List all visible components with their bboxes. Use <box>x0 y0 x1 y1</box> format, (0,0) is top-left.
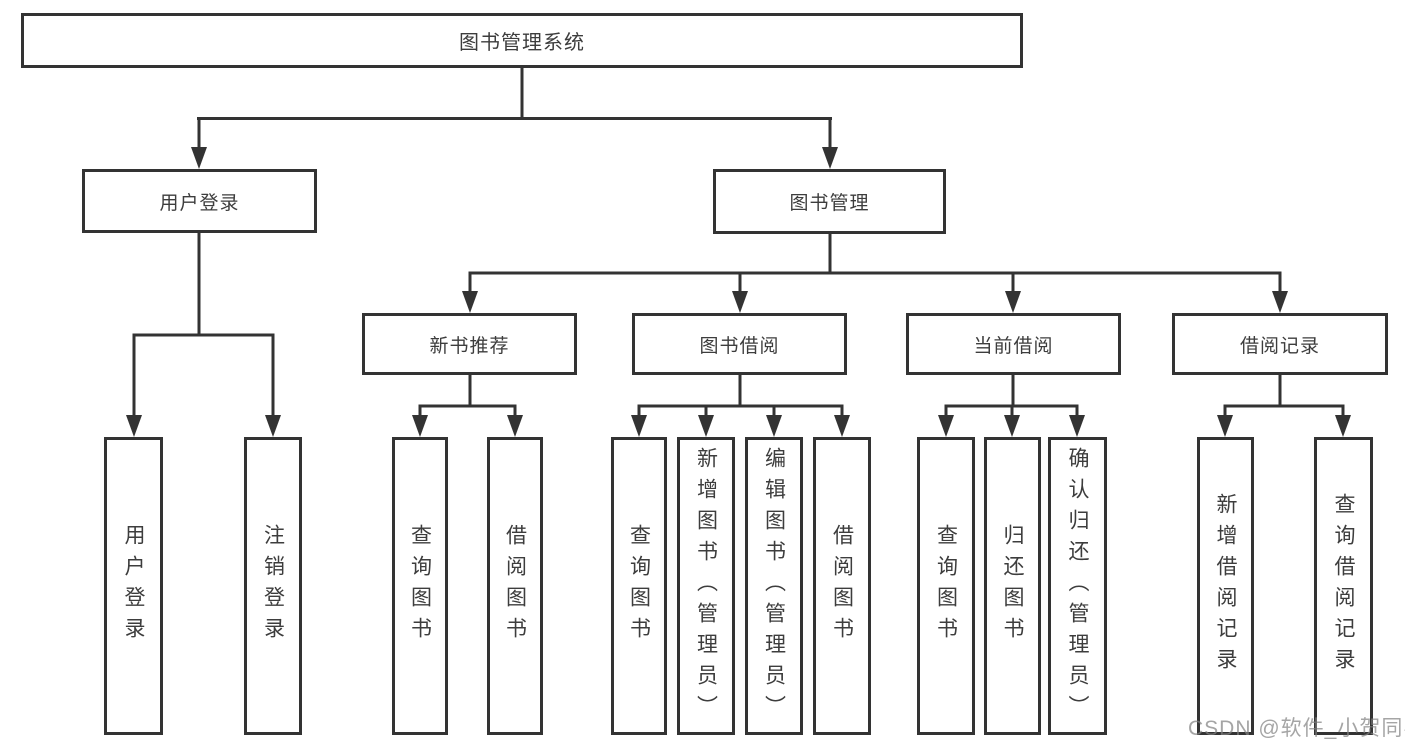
leaf-borrow-borrow-books: 借阅图书 <box>813 437 871 735</box>
arrowheads <box>126 147 1351 437</box>
node-system-root: 图书管理系统 <box>21 13 1023 68</box>
node-book-management: 图书管理 <box>713 169 946 234</box>
node-new-book-recommend: 新书推荐 <box>362 313 577 375</box>
leaf-recommend-borrow-books: 借阅图书 <box>487 437 543 735</box>
leaf-borrow-query-books: 查询图书 <box>611 437 667 735</box>
leaf-records-query-record: 查询借阅记录 <box>1314 437 1373 735</box>
leaf-recommend-query-books: 查询图书 <box>392 437 448 735</box>
leaf-records-add-record: 新增借阅记录 <box>1197 437 1254 735</box>
leaf-user-login: 用户登录 <box>104 437 163 735</box>
leaf-borrow-edit-books-admin: 编辑图书（管理员） <box>745 437 803 735</box>
node-user-login: 用户登录 <box>82 169 317 233</box>
node-current-borrowing: 当前借阅 <box>906 313 1121 375</box>
leaf-current-confirm-return-admin: 确认归还（管理员） <box>1048 437 1107 735</box>
node-book-borrowing: 图书借阅 <box>632 313 847 375</box>
leaf-current-query-books: 查询图书 <box>917 437 975 735</box>
csdn-watermark: CSDN @软件_小贺同学 <box>1188 717 1405 740</box>
leaf-borrow-add-books-admin: 新增图书（管理员） <box>677 437 735 735</box>
leaf-logout: 注销登录 <box>244 437 302 735</box>
node-borrowing-records: 借阅记录 <box>1172 313 1388 375</box>
leaf-current-return-books: 归还图书 <box>984 437 1041 735</box>
